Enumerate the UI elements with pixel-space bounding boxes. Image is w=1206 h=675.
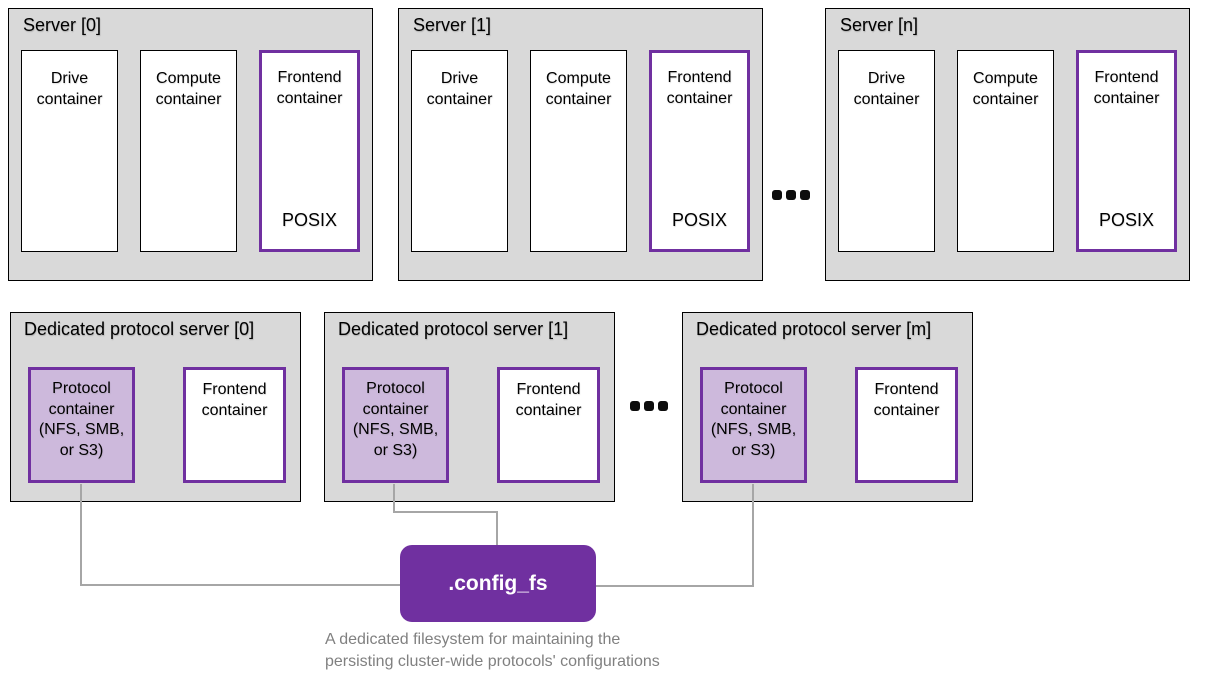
frontend-container: Frontend container POSIX	[259, 50, 360, 252]
ellipsis-dot	[800, 190, 810, 200]
drive-container: Drive container	[411, 50, 508, 252]
drive-container: Drive container	[838, 50, 935, 252]
server-1-box: Server [1] Drive container Compute conta…	[398, 8, 763, 281]
frontend-container: Frontend container	[855, 367, 958, 483]
posix-label: POSIX	[1098, 210, 1155, 230]
server-0-containers: Drive container Compute container Fronte…	[21, 50, 360, 252]
frontend-container-label: Frontend container	[1093, 69, 1160, 107]
frontend-container: Frontend container	[497, 367, 600, 483]
ellipsis-icon	[630, 401, 668, 411]
ellipsis-dot	[786, 190, 796, 200]
drive-container: Drive container	[21, 50, 118, 252]
server-1-title: Server [1]	[413, 15, 492, 35]
protocol-container: Protocol container (NFS, SMB, or S3)	[700, 367, 807, 483]
posix-label: POSIX	[671, 210, 728, 230]
server-0-title: Server [0]	[23, 15, 102, 35]
frontend-container: Frontend container POSIX	[649, 50, 750, 252]
protocol-server-0-title: Dedicated protocol server [0]	[24, 319, 255, 339]
compute-container: Compute container	[140, 50, 237, 252]
protocol-server-m-title: Dedicated protocol server [m]	[696, 319, 932, 339]
frontend-container-label: Frontend container	[666, 69, 733, 107]
protocol-server-m-box: Dedicated protocol server [m] Protocol c…	[682, 312, 973, 502]
server-n-containers: Drive container Compute container Fronte…	[838, 50, 1177, 252]
ellipsis-dot	[630, 401, 640, 411]
server-n-title: Server [n]	[840, 15, 919, 35]
ellipsis-dot	[644, 401, 654, 411]
compute-container: Compute container	[530, 50, 627, 252]
protocol-container: Protocol container (NFS, SMB, or S3)	[342, 367, 449, 483]
protocol-server-1-title: Dedicated protocol server [1]	[338, 319, 569, 339]
protocol-container: Protocol container (NFS, SMB, or S3)	[28, 367, 135, 483]
config-fs-caption-line1: A dedicated filesystem for maintaining t…	[325, 631, 621, 648]
ellipsis-icon	[772, 190, 810, 200]
server-1-containers: Drive container Compute container Fronte…	[411, 50, 750, 252]
compute-container: Compute container	[957, 50, 1054, 252]
config-fs-caption-line2: persisting cluster-wide protocols' confi…	[325, 653, 660, 670]
frontend-container: Frontend container POSIX	[1076, 50, 1177, 252]
frontend-container: Frontend container	[183, 367, 286, 483]
protocol-server-0-box: Dedicated protocol server [0] Protocol c…	[10, 312, 301, 502]
config-fs-node: .config_fs	[400, 545, 596, 622]
server-n-box: Server [n] Drive container Compute conta…	[825, 8, 1190, 281]
protocol-server-1-box: Dedicated protocol server [1] Protocol c…	[324, 312, 615, 502]
server-0-box: Server [0] Drive container Compute conta…	[8, 8, 373, 281]
ellipsis-dot	[772, 190, 782, 200]
config-fs-caption: A dedicated filesystem for maintaining t…	[325, 629, 660, 673]
posix-label: POSIX	[281, 210, 338, 230]
frontend-container-label: Frontend container	[276, 69, 343, 107]
ellipsis-dot	[658, 401, 668, 411]
